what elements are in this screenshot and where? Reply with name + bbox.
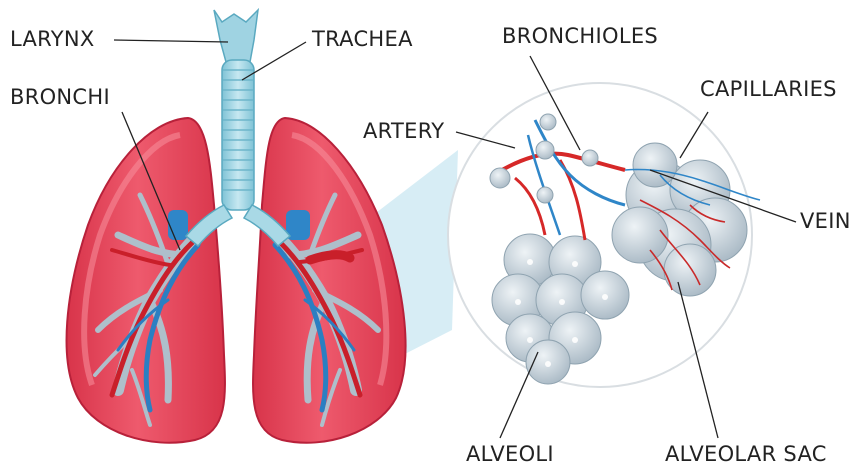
left-root-vessel [168, 210, 188, 240]
label-vein: VEIN [800, 211, 851, 232]
larynx [214, 10, 258, 62]
label-alveolar-sac: ALVEOLAR SAC [665, 444, 827, 465]
label-alveoli: ALVEOLI [466, 444, 554, 465]
label-capillaries: CAPILLARIES [700, 79, 837, 100]
label-bronchioles: BRONCHIOLES [502, 26, 658, 47]
label-larynx: LARYNX [10, 29, 95, 50]
label-trachea: TRACHEA [312, 29, 413, 50]
label-artery: ARTERY [363, 121, 444, 142]
label-bronchi: BRONCHI [10, 87, 110, 108]
